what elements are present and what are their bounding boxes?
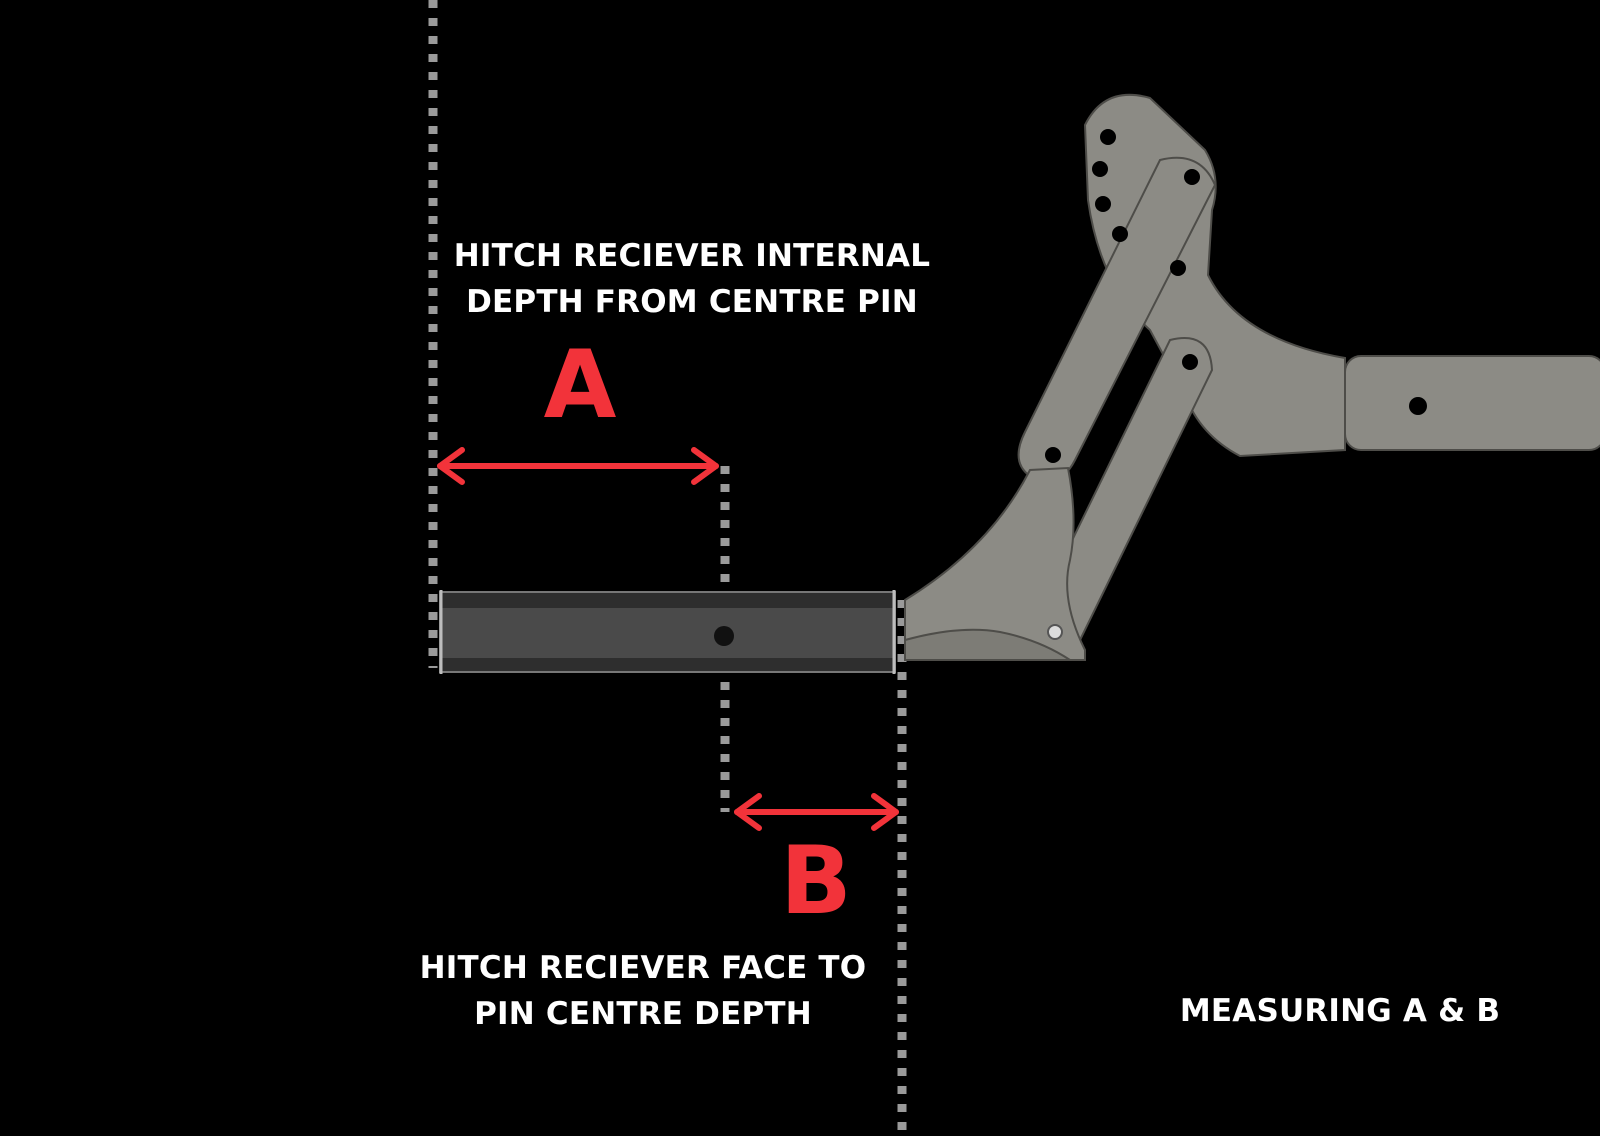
lower-body bbox=[904, 466, 1086, 661]
mounting-bar bbox=[1344, 355, 1600, 451]
label-a-line-1: HITCH RECIEVER INTERNAL bbox=[453, 238, 931, 274]
bracket-hole-3 bbox=[1095, 196, 1111, 212]
pivot-bolt bbox=[1047, 624, 1063, 640]
arm-holes bbox=[1045, 129, 1427, 640]
link-hole-mid bbox=[1170, 260, 1186, 276]
link-hole-lower-top bbox=[1182, 354, 1198, 370]
bar-hole bbox=[1409, 397, 1427, 415]
letter-b: B bbox=[780, 827, 852, 936]
bracket-hole-1 bbox=[1100, 129, 1116, 145]
label-a-line-2: DEPTH FROM CENTRE PIN bbox=[466, 284, 918, 320]
arrow-a bbox=[437, 447, 719, 485]
hitch-receiver-tube bbox=[439, 590, 896, 674]
centre-pin-hole bbox=[714, 626, 734, 646]
link-hole-left bbox=[1045, 447, 1061, 463]
label-b-line-2: PIN CENTRE DEPTH bbox=[474, 996, 812, 1032]
footer-caption: MEASURING A & B bbox=[1179, 993, 1501, 1029]
bracket-hole-2 bbox=[1092, 161, 1108, 177]
arrow-b bbox=[734, 793, 899, 831]
hitch-arm-assembly bbox=[904, 93, 1600, 661]
bracket-hole-4 bbox=[1112, 226, 1128, 242]
link-hole-top bbox=[1184, 169, 1200, 185]
hitch-plate bbox=[904, 628, 1074, 661]
label-b-line-1: HITCH RECIEVER FACE TO bbox=[419, 950, 867, 986]
letter-a: A bbox=[543, 331, 617, 440]
